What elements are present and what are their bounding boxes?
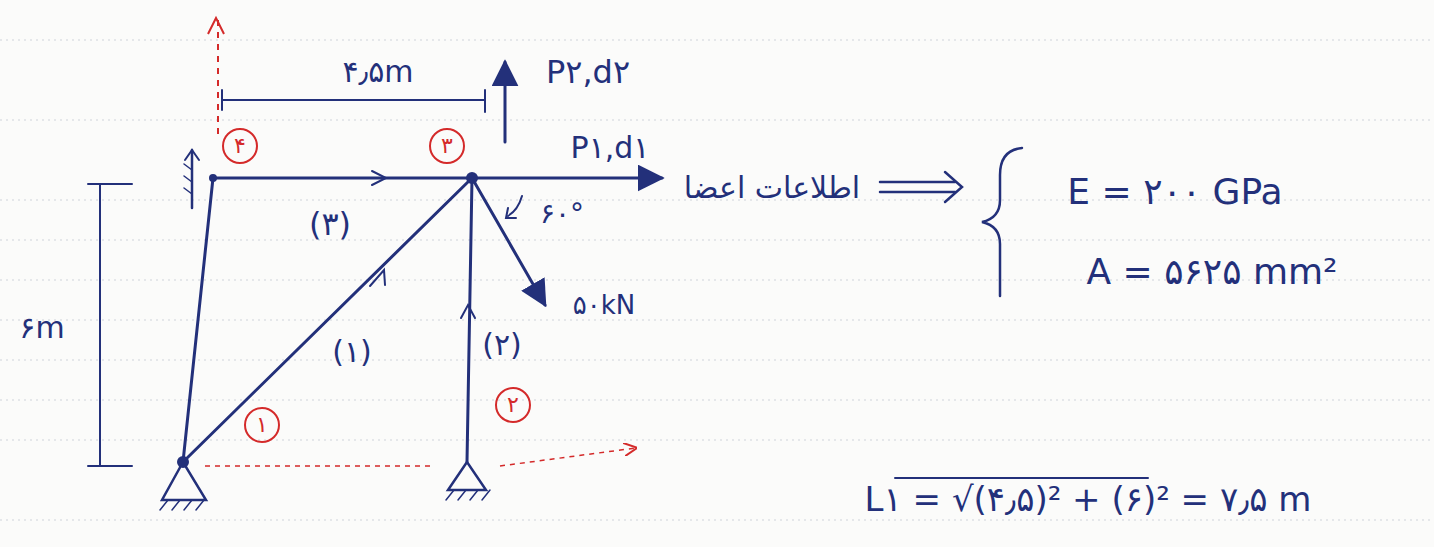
equation-text: L۱ = √(۴٫۵)² + (۶)² = ۷٫۵ m: [865, 480, 1312, 519]
joint-number: ۳: [441, 135, 453, 157]
support-hatch: [446, 490, 490, 500]
axis-line: [217, 20, 219, 140]
pin-support: [448, 462, 486, 490]
dimension-line: [99, 184, 101, 466]
axis-arrow: [208, 18, 224, 34]
load-label: P۲,d۲: [546, 54, 630, 91]
member-arrow: [372, 171, 386, 185]
member-line: [467, 178, 472, 462]
frame-line: [183, 178, 213, 462]
load-arrow: [472, 177, 662, 180]
dimension-tick: [88, 183, 132, 185]
member-number: (۱): [332, 335, 372, 370]
dimension-text: ۴٫۵m: [342, 55, 413, 90]
ruled-lines: [0, 40, 1434, 520]
load-arrow: [504, 62, 507, 142]
root-bar: [895, 477, 1148, 479]
member-line: [213, 177, 472, 180]
joint-number: ۱: [256, 414, 268, 436]
dimension-tick: [484, 90, 486, 112]
joint-dot: [466, 172, 478, 184]
angle-arrow: [506, 208, 516, 218]
load-label: P۱,d۱: [571, 131, 650, 166]
member-arrow: [370, 270, 385, 286]
joint-number: ۴: [234, 135, 246, 157]
dimension-tick: [88, 465, 132, 467]
support-hatch: [160, 500, 204, 510]
data-heading: اطلاعات اعضا: [684, 171, 860, 206]
property-text: E = ۲۰۰ GPa: [1067, 171, 1282, 212]
member-line: [183, 178, 472, 462]
joint-number-circle: ۳: [429, 128, 465, 164]
member-number: (۳): [309, 206, 351, 243]
load-arrow: [472, 178, 545, 305]
property-text: A = ۵۶۲۵ mm²: [1086, 251, 1337, 292]
joint-dot: [209, 174, 217, 182]
angle-arc: [508, 196, 522, 216]
implies-arrow: [945, 172, 962, 202]
joint-dot: [177, 456, 189, 468]
axis-line: [500, 448, 636, 466]
dimension-tick: [221, 90, 223, 110]
load-label: ۵۰kN: [573, 291, 635, 321]
support-hatch: [184, 176, 192, 182]
member-arrow: [461, 305, 475, 318]
angle-label: ۶۰°: [540, 198, 584, 230]
joint-number-circle: ۴: [222, 128, 258, 164]
support-symbol: [185, 150, 199, 160]
support-hatch: [184, 164, 192, 170]
dimension-text: ۶m: [19, 311, 64, 346]
implies-arrow: [880, 182, 955, 192]
axis-line: [205, 465, 430, 467]
dimension-line: [222, 99, 485, 101]
support-hatch: [184, 188, 192, 194]
support-symbol: [191, 150, 194, 208]
joint-number: ۲: [507, 394, 519, 416]
brace: [982, 148, 1022, 296]
joint-number-circle: ۲: [495, 387, 531, 423]
joint-number-circle: ۱: [244, 407, 280, 443]
member-number: (۲): [482, 328, 522, 363]
